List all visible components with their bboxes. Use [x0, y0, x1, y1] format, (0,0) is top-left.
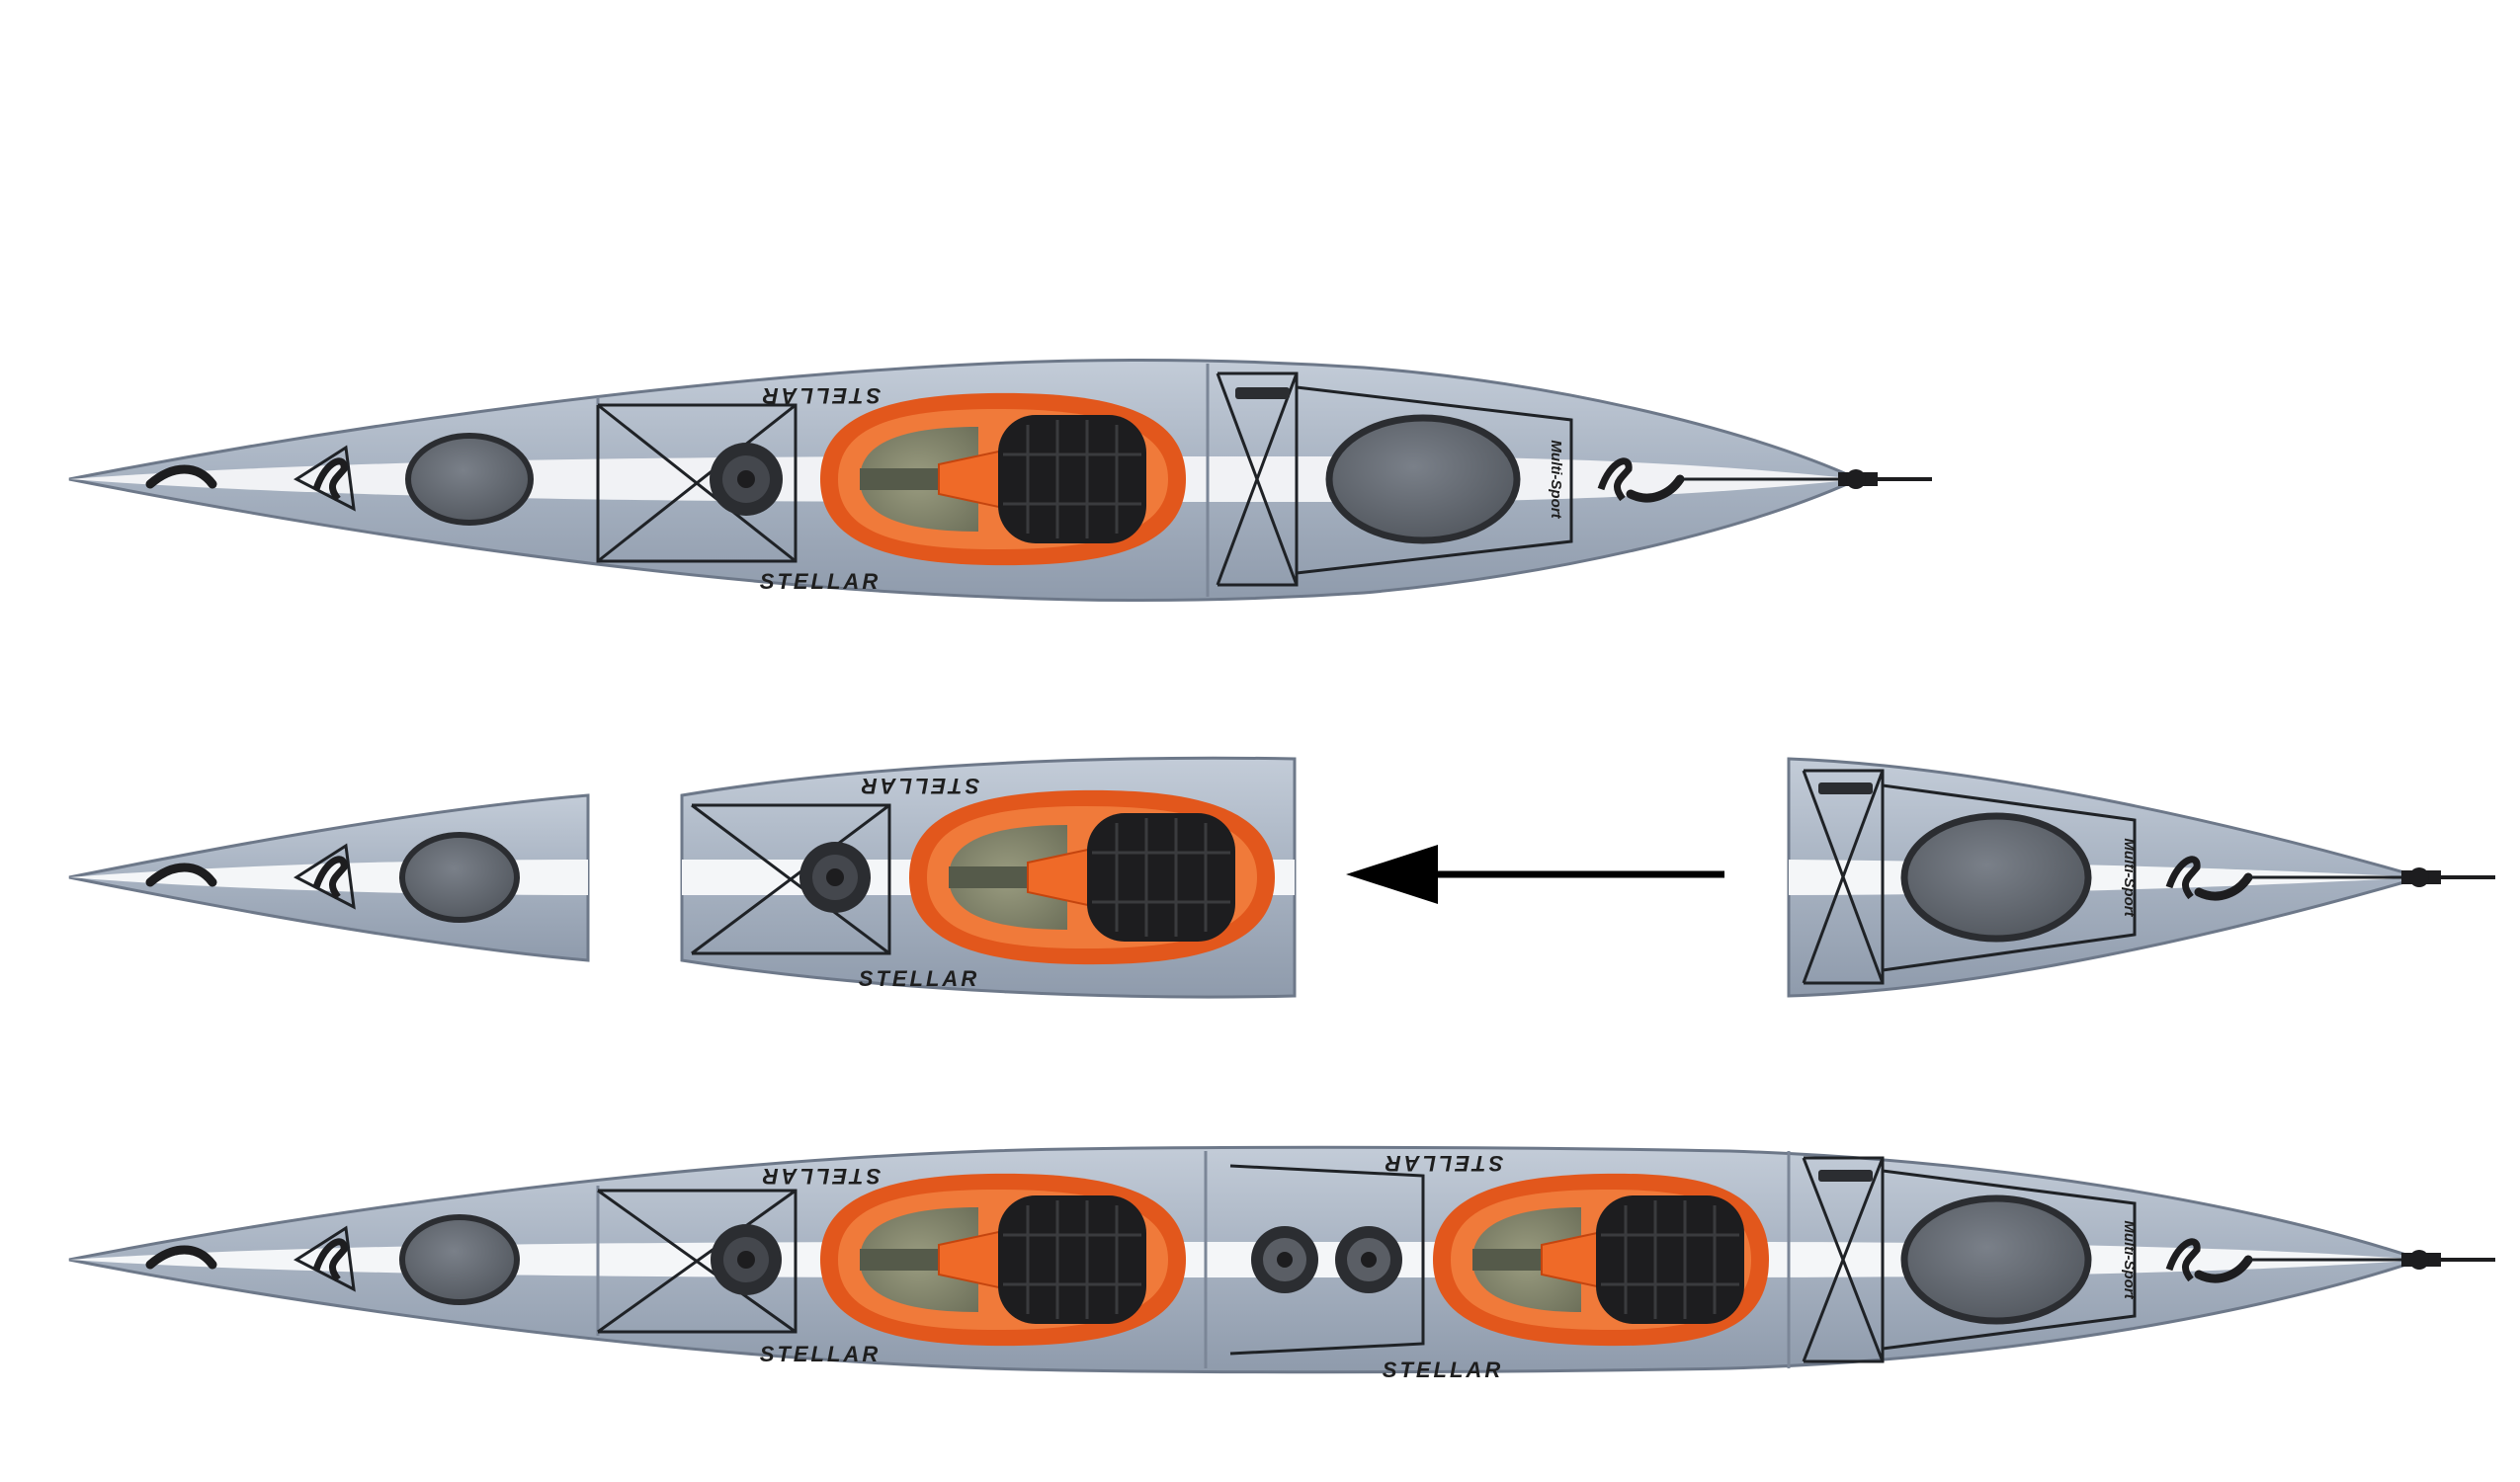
brand-label: STELLAR [859, 774, 979, 798]
tandem-rear-cockpit [1433, 1173, 1769, 1347]
stellar-swirl-logo-icon [2165, 856, 2201, 900]
seat-icon [1596, 1195, 1744, 1324]
day-hatch-icon [710, 443, 783, 516]
carry-handle-icon [145, 863, 217, 887]
brand-label: STELLAR [760, 1342, 881, 1366]
single-kayak: Multi-Sport STELLAR STELLAR [68, 359, 1932, 602]
tandem-kayak-stripe [69, 1242, 2421, 1277]
carry-handle-icon [2194, 1255, 2253, 1283]
carry-handle-icon [1626, 474, 1685, 503]
front-deck-rigging [691, 803, 891, 955]
front-deck-rigging [596, 403, 798, 563]
seat-icon [1087, 813, 1235, 942]
brand-label: STELLAR [859, 966, 979, 991]
rear-deck-rigging [1216, 371, 1573, 587]
model-label: Multi-Sport [1548, 440, 1564, 519]
tandem-kayak: Multi-Sport STELLAR STELLAR STELLAR STEL… [68, 1145, 2495, 1382]
round-hatch-icon [399, 832, 520, 923]
middle-section-rigging [1229, 1164, 1425, 1356]
rudder-icon [2401, 867, 2495, 887]
stellar-swirl-logo-icon [294, 445, 356, 512]
arrow-left-icon [1346, 845, 1724, 904]
stern-section: Multi-Sport [1787, 757, 2495, 998]
rear-deck-rigging [1802, 1156, 2137, 1363]
day-hatch-icon [711, 1224, 782, 1295]
single-kayak-cockpit [820, 392, 1186, 566]
round-hatch-icon [405, 433, 534, 526]
model-label: Multi-Sport [2121, 838, 2138, 917]
deck-fitting-icon [1818, 1170, 1873, 1182]
carry-handle-icon [145, 464, 217, 489]
stellar-swirl-logo-icon [294, 843, 356, 910]
stellar-swirl-logo-icon [1597, 457, 1633, 502]
seat-icon [998, 1195, 1146, 1324]
deck-fitting-icon [1818, 782, 1873, 794]
kayak-sections: STELLAR STELLAR Multi-Sport [68, 756, 2495, 999]
day-hatch-icon [799, 842, 871, 913]
brand-label: STELLAR [1383, 1358, 1503, 1382]
round-hatch-icon [1325, 414, 1521, 544]
round-hatch-icon [1900, 1194, 2092, 1325]
tandem-front-cockpit [820, 1173, 1186, 1347]
round-hatch-icon [1900, 812, 2092, 943]
bow-section [68, 793, 590, 962]
rudder-icon [2401, 1250, 2495, 1270]
brand-label: STELLAR [760, 1164, 881, 1189]
seat-icon [998, 415, 1146, 543]
stellar-swirl-logo-icon [294, 1225, 356, 1292]
sections-cockpit [909, 789, 1275, 965]
front-deck-rigging [597, 1189, 798, 1334]
carry-handle-icon [2194, 872, 2253, 901]
deck-fitting-icon [1235, 387, 1290, 399]
round-hatch-icon [399, 1214, 520, 1305]
model-label: Multi-Sport [2121, 1220, 2138, 1299]
carry-handle-icon [145, 1245, 217, 1270]
cockpit-section: STELLAR STELLAR [680, 756, 1297, 999]
rear-deck-rigging [1802, 769, 2137, 985]
brand-label: STELLAR [760, 383, 881, 408]
brand-label: STELLAR [760, 569, 881, 594]
rudder-icon [1838, 469, 1932, 489]
day-hatch-icon [1335, 1226, 1402, 1293]
day-hatch-icon [1251, 1226, 1318, 1293]
brand-label: STELLAR [1383, 1151, 1503, 1176]
stellar-swirl-logo-icon [2165, 1238, 2201, 1282]
